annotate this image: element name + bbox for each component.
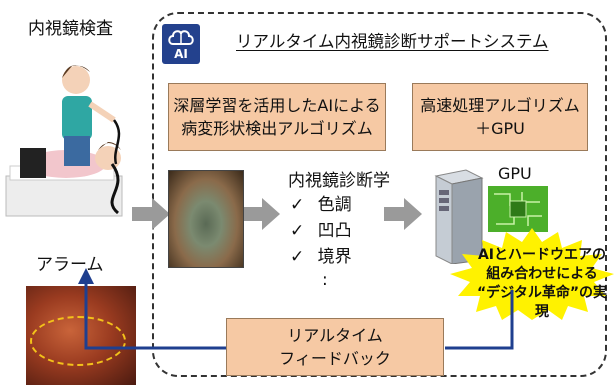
starburst-highlight bbox=[450, 228, 614, 320]
exam-illustration bbox=[5, 65, 123, 217]
diagnosis-list: ✓ 色調 ✓ 凹凸 ✓ 境界 bbox=[290, 190, 352, 268]
gpu-chip-icon bbox=[488, 186, 548, 232]
brain-icon bbox=[168, 30, 194, 45]
fast-processing-line-2: ＋GPU bbox=[475, 119, 525, 138]
arrow-image-to-diagnosis bbox=[242, 198, 280, 230]
caption-line-3: “デジタル革命”の実現 bbox=[476, 285, 608, 320]
diagnosis-heading: 内視鏡診断学 bbox=[288, 171, 390, 191]
feedback-arrow bbox=[78, 268, 514, 350]
ai-badge: AI bbox=[162, 24, 200, 64]
feedback-line-2: フィードバック bbox=[279, 349, 391, 368]
exam-label: 内視鏡検査 bbox=[28, 19, 113, 39]
feedback-box: リアルタイム フィードバック bbox=[226, 318, 444, 376]
endoscope-image-alarm bbox=[26, 286, 136, 385]
diagnosis-item: ✓ 凹凸 bbox=[290, 216, 352, 242]
fast-processing-line-1: 高速処理アルゴリズム bbox=[420, 96, 580, 115]
diagnosis-item-label: 凹凸 bbox=[317, 221, 352, 241]
arrow-diagnosis-to-gpu bbox=[384, 198, 422, 230]
system-frame bbox=[152, 12, 607, 377]
ai-badge-label: AI bbox=[174, 47, 188, 61]
gpu-label: GPU bbox=[498, 164, 532, 183]
diagnosis-item-label: 色調 bbox=[317, 195, 352, 215]
check-icon: ✓ bbox=[290, 221, 305, 241]
fast-processing-box: 高速処理アルゴリズム ＋GPU bbox=[412, 83, 588, 151]
diagnosis-item: ✓ 境界 bbox=[290, 242, 352, 268]
diagnosis-item: ✓ 色調 bbox=[290, 190, 352, 216]
diagnosis-item-label: 境界 bbox=[317, 247, 352, 267]
feedback-line-1: リアルタイム bbox=[287, 326, 383, 345]
endoscope-image-colon bbox=[168, 170, 244, 268]
deep-learning-line-2: 病変形状検出アルゴリズム bbox=[181, 119, 373, 138]
lesion-highlight-ellipse bbox=[30, 316, 126, 366]
diagnosis-more: : bbox=[322, 270, 328, 290]
caption-line-1: AIとハードウエアの bbox=[477, 247, 607, 263]
check-icon: ✓ bbox=[290, 247, 305, 267]
deep-learning-box: 深層学習を活用したAIによる 病変形状検出アルゴリズム bbox=[168, 83, 386, 151]
system-title: リアルタイム内視鏡診断サポートシステム bbox=[236, 32, 549, 51]
arrow-exam-to-image bbox=[132, 198, 170, 230]
digital-revolution-caption: AIとハードウエアの 組み合わせによる “デジタル革命”の実現 bbox=[472, 246, 612, 322]
check-icon: ✓ bbox=[290, 195, 305, 215]
caption-line-2: 組み合わせによる bbox=[486, 266, 598, 282]
server-icon bbox=[434, 169, 484, 264]
deep-learning-line-1: 深層学習を活用したAIによる bbox=[173, 96, 381, 115]
